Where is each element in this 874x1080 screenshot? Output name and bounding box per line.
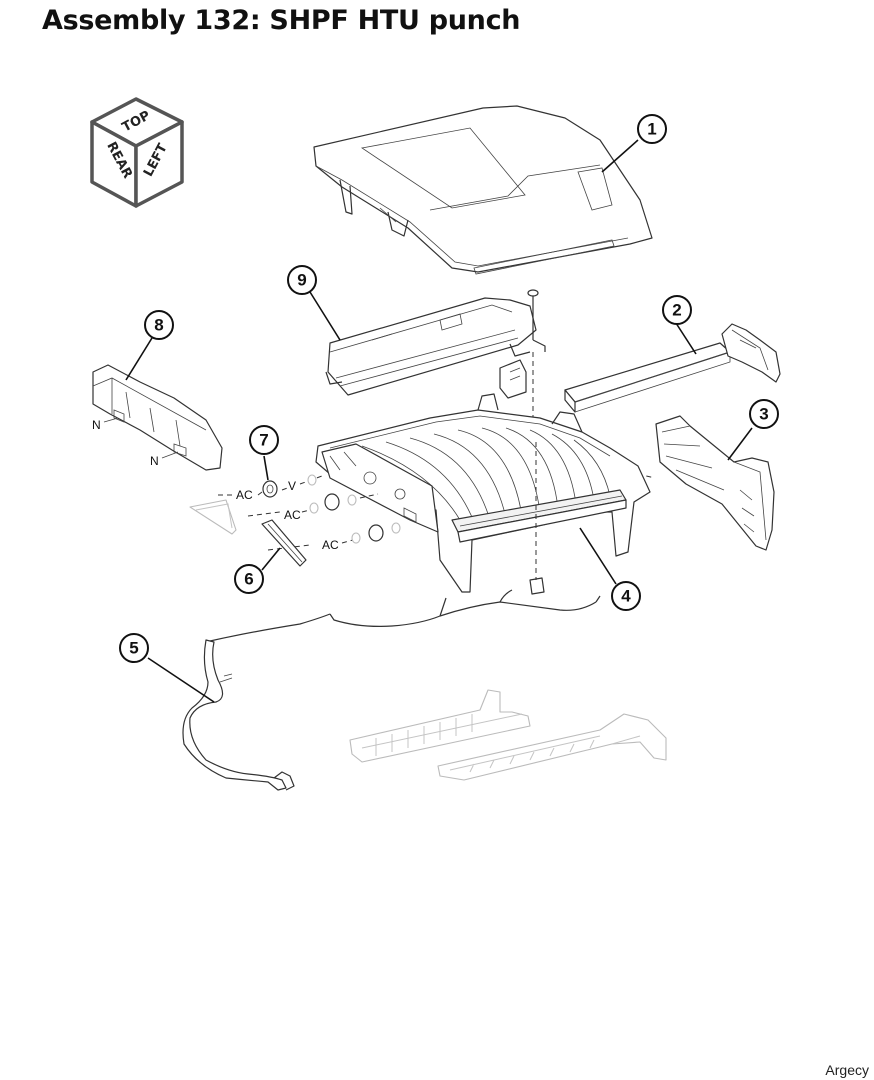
svg-text:6: 6 xyxy=(244,570,253,589)
n-label-lines xyxy=(103,417,179,459)
svg-text:3: 3 xyxy=(759,405,768,424)
leader-lines xyxy=(125,139,753,703)
drive-gears-belts xyxy=(189,474,401,567)
svg-text:2: 2 xyxy=(672,301,681,320)
part-side-panel xyxy=(619,415,775,551)
n-label-2: N xyxy=(150,454,159,468)
n-label-1: N xyxy=(92,418,101,432)
svg-text:4: 4 xyxy=(621,587,631,606)
page-title: Assembly 132: SHPF HTU punch xyxy=(42,5,521,36)
svg-text:8: 8 xyxy=(154,316,163,335)
ac-label-2: AC xyxy=(284,508,301,522)
ac-label-1: AC xyxy=(236,488,253,502)
callout-9: 9 xyxy=(287,265,317,295)
callout-6: 6 xyxy=(234,564,264,594)
ghosted-lower-parts xyxy=(349,689,667,781)
part-punch-frame xyxy=(315,359,651,595)
callout-7: 7 xyxy=(249,425,279,455)
callout-1: 1 xyxy=(637,114,667,144)
orientation-cube: TOP REAR LEFT xyxy=(90,97,184,208)
callout-2: 2 xyxy=(662,295,692,325)
part-rear-bracket xyxy=(92,364,223,471)
callout-5: 5 xyxy=(119,633,149,663)
svg-text:7: 7 xyxy=(259,431,268,450)
svg-text:1: 1 xyxy=(647,120,656,139)
callout-4: 4 xyxy=(611,581,641,611)
part-rail xyxy=(564,323,781,413)
v-label: V xyxy=(288,479,296,493)
part-upper-guide xyxy=(325,297,537,396)
callout-3: 3 xyxy=(749,399,779,429)
part-top-cover xyxy=(313,105,653,275)
svg-text:5: 5 xyxy=(129,639,138,658)
svg-text:9: 9 xyxy=(297,271,306,290)
callout-8: 8 xyxy=(144,310,174,340)
footer-brand: Argecy xyxy=(825,1062,869,1078)
ac-label-3: AC xyxy=(322,538,339,552)
part-wire-harness xyxy=(182,589,601,791)
part-stud xyxy=(527,289,546,420)
